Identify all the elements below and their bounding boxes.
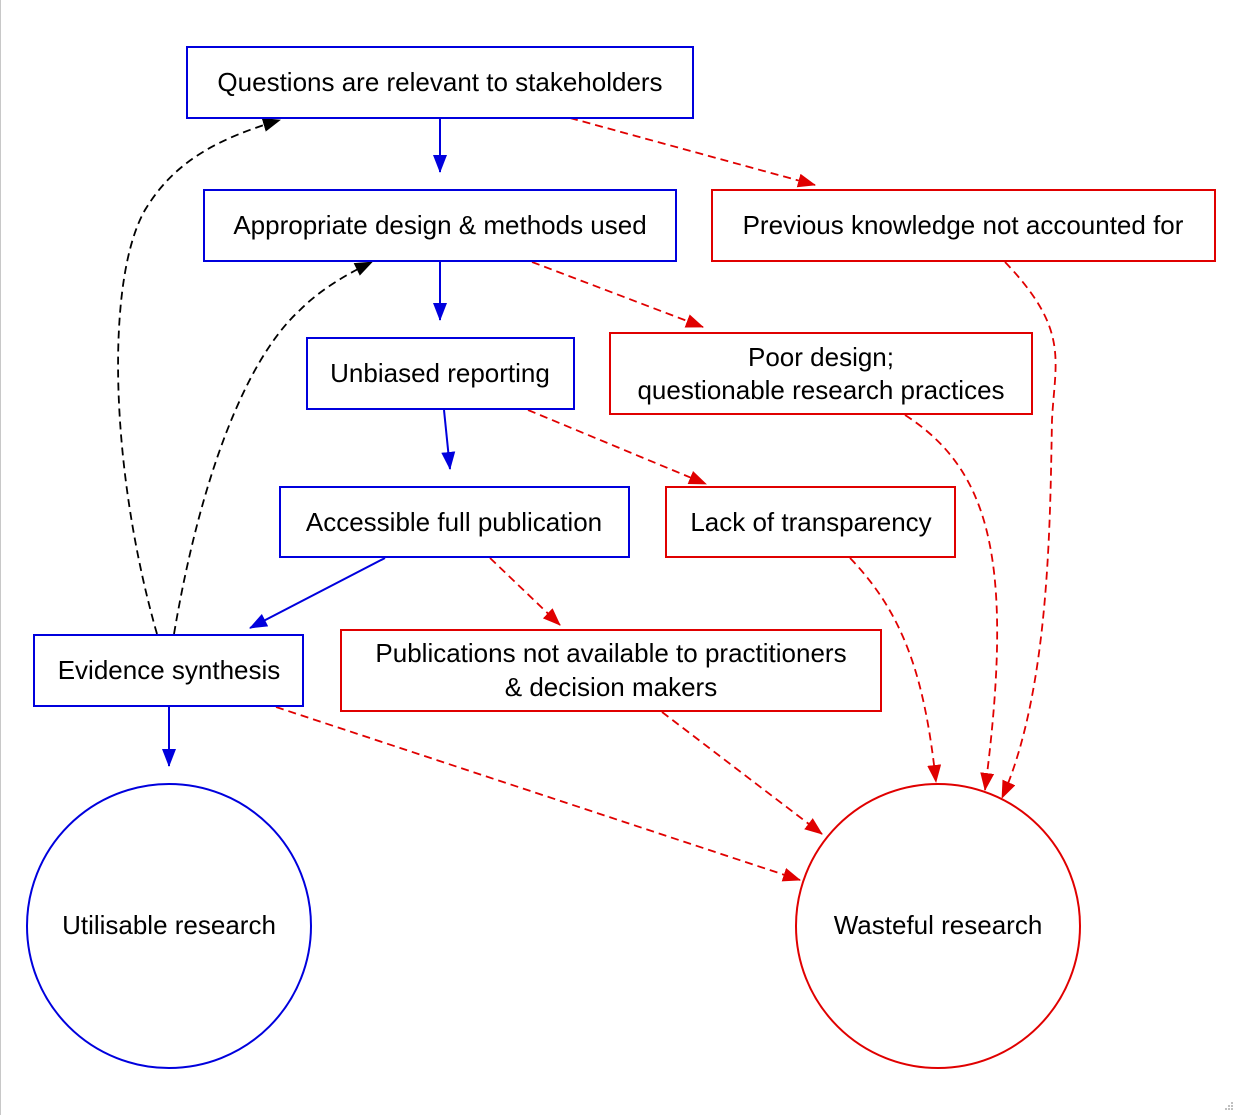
edge-synthesis-to-design	[173, 261, 373, 635]
edge-unbiased-to-transparency	[527, 409, 707, 485]
node-not-available[interactable]: Publications not available to practition…	[340, 629, 882, 712]
node-wasteful-label: Wasteful research	[834, 910, 1043, 940]
node-synthesis-label: Evidence synthesis	[58, 655, 281, 685]
resize-grip-icon[interactable]	[1222, 1101, 1234, 1113]
node-design-label: Appropriate design & methods used	[233, 210, 646, 240]
edge-synthesis-to-wasteful	[275, 706, 801, 882]
edge-synthesis-to-questions	[117, 118, 281, 635]
edge-questions-to-previous	[569, 117, 816, 188]
node-unbiased-label: Unbiased reporting	[330, 358, 550, 388]
node-not-available-label-line1: Publications not available to practition…	[375, 638, 846, 668]
node-questions-label: Questions are relevant to stakeholders	[217, 67, 662, 97]
node-previous-label: Previous knowledge not accounted for	[743, 210, 1184, 240]
node-accessible-label: Accessible full publication	[306, 507, 602, 537]
edge-previous-to-wasteful	[1001, 261, 1057, 799]
edge-design-to-poor-design	[531, 261, 704, 328]
node-poor-design[interactable]: Poor design; questionable research pract…	[609, 332, 1033, 415]
edge-poor-design-to-wasteful	[904, 414, 999, 791]
edge-accessible-to-synthesis	[249, 557, 386, 629]
node-poor-design-label-line2: questionable research practices	[637, 375, 1004, 405]
positive-edges	[162, 119, 456, 767]
edge-accessible-to-not-available	[489, 557, 561, 626]
node-accessible[interactable]: Accessible full publication	[279, 486, 630, 558]
edge-not-available-to-wasteful	[661, 711, 823, 835]
node-poor-design-label-line1: Poor design;	[748, 342, 894, 372]
node-questions[interactable]: Questions are relevant to stakeholders	[186, 46, 694, 119]
node-wasteful[interactable]: Wasteful research	[795, 783, 1081, 1069]
node-synthesis[interactable]: Evidence synthesis	[33, 634, 304, 707]
node-utilisable-label: Utilisable research	[62, 910, 276, 940]
node-design[interactable]: Appropriate design & methods used	[203, 189, 677, 262]
feedback-edges	[117, 118, 373, 635]
node-previous[interactable]: Previous knowledge not accounted for	[711, 189, 1216, 262]
node-utilisable[interactable]: Utilisable research	[26, 783, 312, 1069]
node-unbiased[interactable]: Unbiased reporting	[306, 337, 575, 410]
negative-edges	[275, 117, 1057, 882]
node-not-available-label-line2: & decision makers	[505, 672, 717, 702]
edge-transparency-to-wasteful	[849, 557, 942, 783]
node-transparency[interactable]: Lack of transparency	[665, 486, 956, 558]
edge-unbiased-to-accessible	[441, 409, 456, 470]
node-transparency-label: Lack of transparency	[690, 507, 931, 537]
